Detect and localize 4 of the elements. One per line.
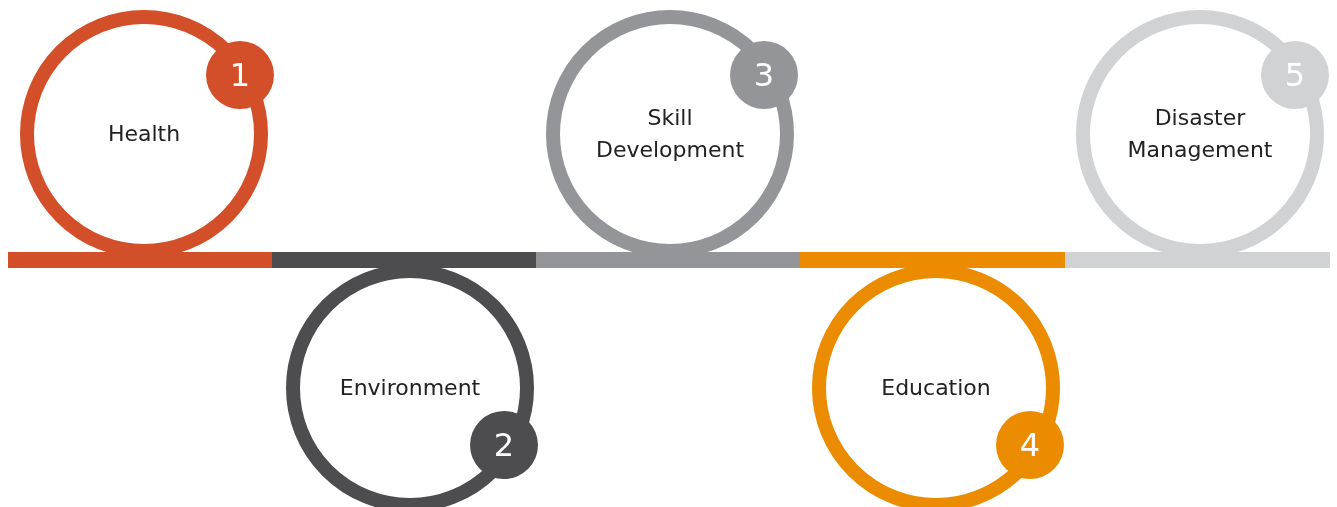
topic-label: Education <box>881 374 991 402</box>
number-badge: 1 <box>206 41 274 109</box>
topic-label: Environment <box>339 374 481 402</box>
topic-label: Health <box>107 120 181 148</box>
